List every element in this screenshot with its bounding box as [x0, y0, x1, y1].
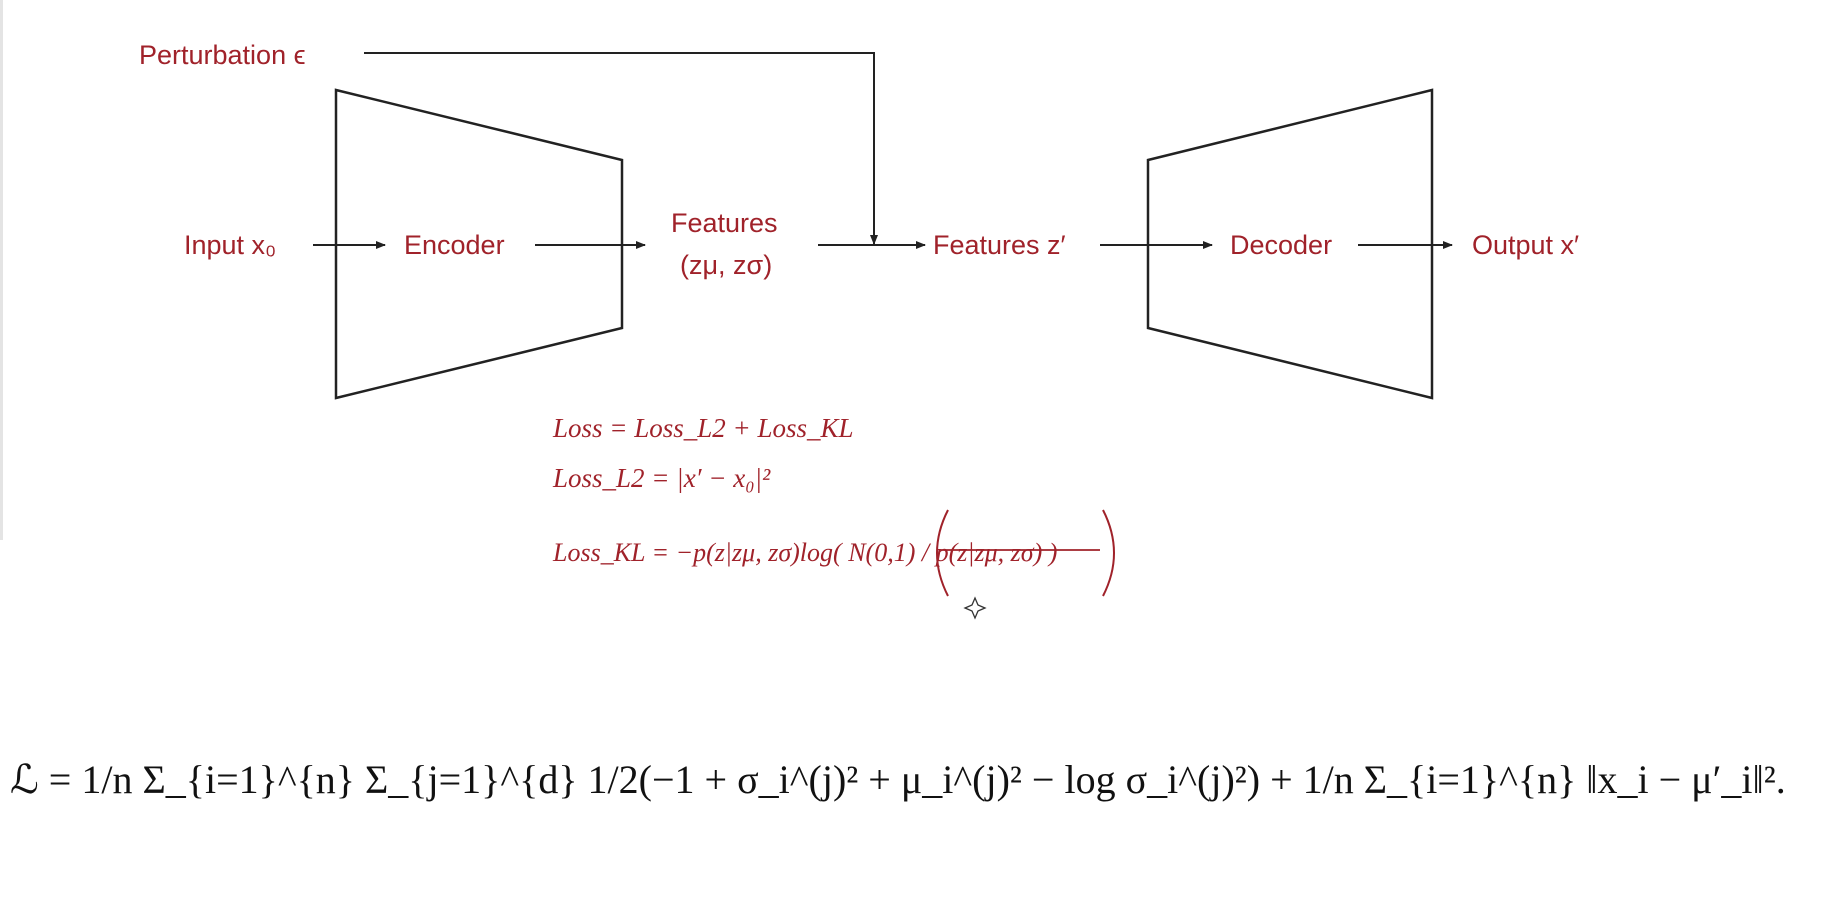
cursor-sparkle-icon [963, 596, 987, 620]
loss-l2-equation: Loss_L2 = |x′ − x₀|² [553, 463, 771, 493]
decoder-trapezoid [1146, 88, 1434, 400]
kl-left-paren [936, 509, 949, 597]
loss-total-equation: Loss = Loss_L2 + Loss_KL [553, 413, 854, 443]
features-label: Features [671, 208, 778, 238]
features-params-label: (zμ, zσ) [680, 250, 773, 280]
decoder-label: Decoder [1230, 230, 1333, 260]
encoder-label: Encoder [404, 230, 505, 260]
slide-edge [0, 0, 3, 540]
kl-right-paren [1102, 509, 1115, 597]
perturbation-label: Perturbation ϵ [139, 40, 306, 70]
features-prime-label: Features z′ [933, 230, 1066, 260]
output-label: Output x′ [1472, 230, 1580, 260]
loss-kl-equation: Loss_KL = −p(z|zμ, zσ)log( N(0,1) / p(z|… [553, 538, 1058, 567]
arrow-perturbation [364, 52, 878, 245]
encoder-trapezoid [334, 88, 624, 400]
input-label: Input x₀ [184, 230, 277, 260]
objective-formula: ℒ = 1/n Σ_{i=1}^{n} Σ_{j=1}^{d} 1/2(−1 +… [10, 757, 1786, 802]
